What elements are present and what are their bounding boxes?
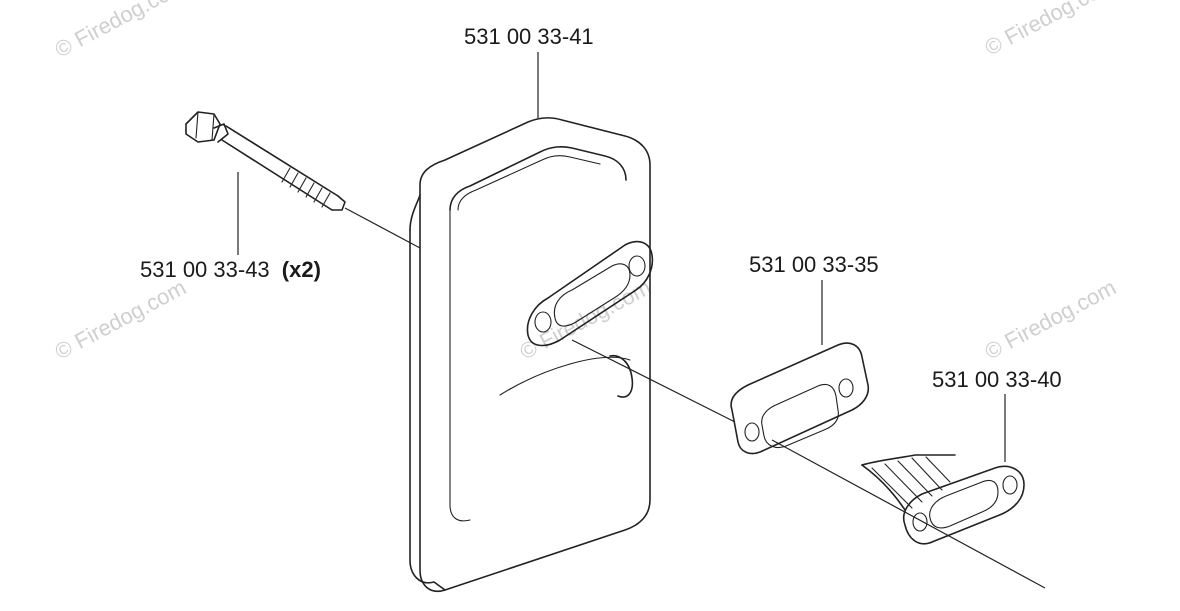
part-number-spark-arrestor: 531 00 33-40 bbox=[932, 367, 1062, 392]
watermark: © Firedog.com bbox=[981, 274, 1120, 364]
gasket-part bbox=[730, 342, 870, 455]
watermark: © Firedog.com bbox=[981, 0, 1120, 60]
assembly-axis-lines bbox=[344, 207, 1046, 589]
watermark: © Firedog.com bbox=[51, 274, 190, 364]
part-number-text: 531 00 33-43 bbox=[140, 257, 270, 282]
watermark: © Firedog.com bbox=[51, 0, 190, 62]
part-number-muffler: 531 00 33-41 bbox=[464, 24, 594, 49]
leader-lines bbox=[237, 52, 1006, 462]
muffler-part bbox=[409, 117, 654, 592]
bolt-part bbox=[185, 111, 346, 211]
spark-arrestor-part bbox=[861, 454, 1025, 545]
watermark: © Firedog.com bbox=[516, 274, 655, 364]
part-number-gasket: 531 00 33-35 bbox=[749, 252, 879, 277]
part-quantity: (x2) bbox=[282, 257, 321, 282]
part-labels: 531 00 33-41 531 00 33-43 (x2) 531 00 33… bbox=[140, 24, 1062, 392]
watermarks: © Firedog.com © Firedog.com © Firedog.co… bbox=[51, 0, 1120, 364]
part-number-bolt: 531 00 33-43 (x2) bbox=[140, 257, 321, 282]
